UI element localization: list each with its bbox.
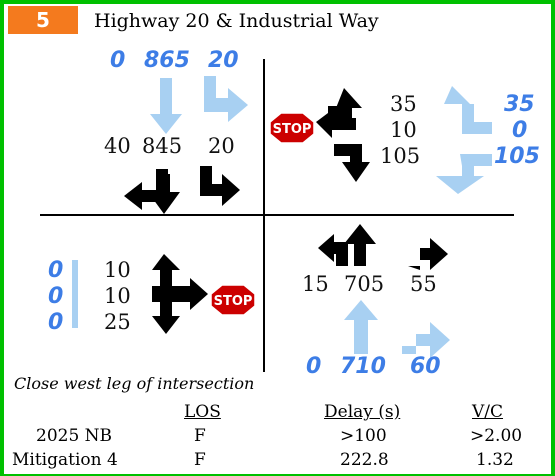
delay-header: Delay (s)	[324, 402, 401, 422]
los-header: LOS	[184, 402, 221, 422]
east-through-value: 10	[390, 118, 417, 142]
east-future-left-value: 35	[504, 92, 535, 117]
north-future-right-turn-arrow	[204, 76, 248, 122]
north-right-turn-arrow	[200, 166, 240, 206]
east-stop-sign: STOP	[269, 112, 315, 144]
west-right-turn-arrow	[152, 302, 180, 334]
east-stop-text: STOP	[273, 122, 312, 137]
south-right-value: 55	[410, 272, 437, 296]
south-through-arrow	[344, 224, 376, 266]
south-right-turn-arrow	[408, 238, 448, 270]
row-1-vc: >2.00	[470, 426, 523, 446]
row-2-delay: 222.8	[340, 450, 389, 470]
vc-header: V/C	[472, 402, 504, 422]
intersection-diagram	[40, 59, 514, 372]
north-future-right-value: 20	[208, 48, 239, 73]
south-through-value: 705	[344, 272, 385, 296]
east-future-through-value: 0	[512, 118, 528, 143]
south-future-through-arrow	[344, 300, 378, 354]
row-2-los: F	[194, 450, 206, 470]
south-left-turn-arrow	[318, 234, 348, 266]
row-1-los: F	[194, 426, 206, 446]
west-stop-sign: STOP	[210, 284, 256, 316]
south-future-through-value: 710	[340, 354, 386, 379]
intersection-number-badge: 5	[8, 6, 78, 34]
west-left-turn-arrow	[152, 254, 180, 286]
north-future-through-arrow	[150, 78, 182, 134]
intersection-title: Highway 20 & Industrial Way	[94, 10, 379, 32]
north-future-through-value: 865	[144, 48, 190, 73]
north-future-left-value: 0	[110, 48, 126, 73]
north-through-value: 845	[142, 134, 183, 158]
west-future-bar	[72, 260, 78, 328]
east-through-arrow	[316, 110, 356, 138]
east-left-value: 35	[390, 92, 417, 116]
intersection-card: 5 Highway 20 & Industrial Way	[4, 4, 551, 474]
south-future-right-value: 60	[410, 354, 441, 379]
north-through-arrow	[148, 174, 180, 214]
east-future-left-turn-arrow	[444, 86, 492, 134]
east-future-right-value: 105	[494, 144, 540, 169]
east-future-right-turn-arrow	[436, 154, 492, 194]
row-1-delay: >100	[340, 426, 387, 446]
mitigation-note: Close west leg of intersection	[14, 374, 255, 393]
row-2-vc: 1.32	[476, 450, 514, 470]
south-future-right-turn-arrow	[402, 322, 450, 358]
south-future-left-value: 0	[306, 354, 322, 379]
row-1-label: 2025 NB	[36, 426, 113, 446]
row-2-label: Mitigation 4	[12, 450, 118, 470]
south-left-value: 15	[302, 272, 329, 296]
east-right-value: 105	[380, 144, 421, 168]
west-future-left-value: 0	[48, 258, 64, 283]
west-stop-text: STOP	[214, 294, 253, 309]
west-future-right-value: 0	[48, 310, 64, 335]
west-future-through-value: 0	[48, 284, 64, 309]
west-through-value: 10	[104, 284, 131, 308]
west-left-value: 10	[104, 258, 131, 282]
north-right-value: 20	[208, 134, 235, 158]
north-left-value: 40	[104, 134, 131, 158]
west-right-value: 25	[104, 310, 131, 334]
east-right-turn-arrow	[334, 144, 370, 182]
